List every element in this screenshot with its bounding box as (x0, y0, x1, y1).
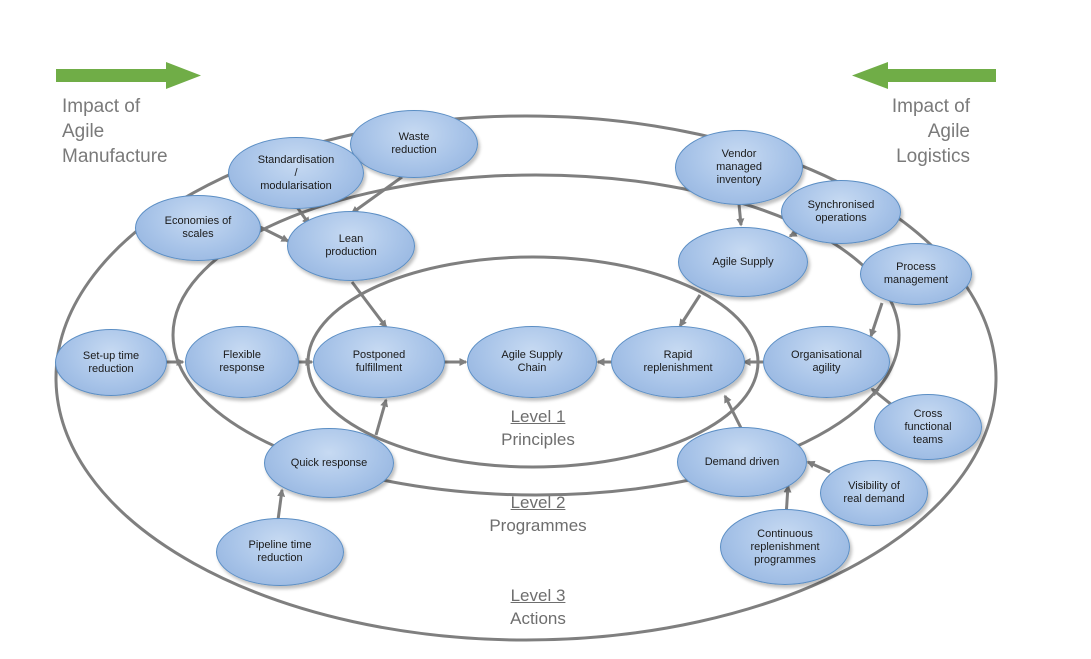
level-3-label: Level 3 Actions (438, 584, 638, 630)
level-1-label: Level 1 Principles (438, 405, 638, 451)
arrow-demand-to-rapid (723, 394, 744, 431)
arrow-visibility-to-demand (806, 460, 831, 474)
node-organisational-agility-label: Organisational agility (791, 349, 862, 374)
node-waste-reduction-label: Waste reduction (391, 131, 437, 156)
node-synchronised-operations-label: Synchronised operations (807, 199, 875, 224)
node-demand-driven-label: Demand driven (704, 455, 780, 468)
level-2-label: Level 2 Programmes (438, 491, 638, 537)
node-process-management-label: Process management (883, 261, 949, 286)
node-organisational-agility: Organisational agility (763, 326, 890, 398)
arrow-quick-to-postponed (374, 398, 389, 436)
arrow-left-green-icon (852, 62, 996, 89)
node-quick-response-label: Quick response (290, 456, 368, 469)
node-postponed-fulfillment-label: Postponed fulfillment (352, 349, 406, 374)
node-visibility-of-real-demand-label: Visibility of real demand (843, 480, 905, 505)
level-1-number: Level 1 (510, 407, 566, 426)
node-flexible-response-label: Flexible response (219, 349, 265, 374)
caption-left-line-3: Manufacture (62, 146, 168, 167)
node-economies-of-scales: Economies of scales (135, 195, 261, 261)
node-lean-production: Lean production (287, 211, 415, 281)
arrow-waste-to-lean (350, 175, 403, 215)
caption-right-line-3: Logistics (896, 146, 970, 167)
caption-left-line-2: Agile (62, 121, 105, 142)
ring-level2 (171, 173, 901, 497)
level-1-name: Principles (501, 430, 575, 449)
node-agile-supply-chain-label: Agile Supply Chain (501, 349, 563, 374)
node-flexible-response: Flexible response (185, 326, 299, 398)
node-demand-driven: Demand driven (677, 427, 807, 497)
node-agile-supply-label: Agile Supply (712, 255, 774, 268)
node-pipeline-time-reduction-label: Pipeline time reduction (248, 539, 312, 564)
node-vendor-managed-inventory: Vendor managed inventory (675, 130, 803, 205)
level-3-name: Actions (510, 609, 566, 628)
arrow-process-to-organisational (869, 302, 884, 338)
node-standardisation: Standardisation / modularisation (228, 137, 364, 209)
node-setup-time-reduction-label: Set-up time reduction (82, 349, 140, 375)
node-economies-of-scales-label: Economies of scales (164, 215, 232, 240)
node-postponed-fulfillment: Postponed fulfillment (313, 326, 445, 398)
node-quick-response: Quick response (264, 428, 394, 498)
node-agile-supply-chain: Agile Supply Chain (467, 326, 597, 398)
level-3-number: Level 3 (510, 586, 566, 605)
caption-agile-logistics: Impact of Agile Logistics (860, 94, 970, 169)
node-visibility-of-real-demand: Visibility of real demand (820, 460, 928, 526)
ring-level3 (54, 114, 998, 642)
node-cross-functional-teams-label: Cross functional teams (904, 407, 952, 446)
caption-left-line-1: Impact of (62, 96, 141, 117)
level-2-number: Level 2 (510, 493, 566, 512)
node-setup-time-reduction: Set-up time reduction (55, 329, 167, 396)
node-pipeline-time-reduction: Pipeline time reduction (216, 518, 344, 586)
node-continuous-replenishment: Continuous replenishment programmes (720, 509, 850, 585)
arrow-crossfunctional-to-organisational (870, 387, 893, 407)
arrow-economies-to-lean (257, 224, 290, 243)
caption-right-line-2: Agile (927, 121, 970, 142)
node-synchronised-operations: Synchronised operations (781, 180, 901, 244)
arrow-pipeline-to-quick (276, 488, 286, 521)
node-standardisation-label: Standardisation / modularisation (257, 153, 335, 192)
arrow-right-green-icon (56, 62, 201, 89)
node-agile-supply: Agile Supply (678, 227, 808, 297)
arrow-agilesupply-to-rapid (678, 294, 702, 328)
node-rapid-replenishment-label: Rapid replenishment (643, 349, 713, 374)
node-lean-production-label: Lean production (325, 233, 377, 258)
level-2-name: Programmes (489, 516, 587, 535)
node-continuous-replenishment-label: Continuous replenishment programmes (750, 527, 820, 566)
caption-right-line-1: Impact of (891, 96, 970, 117)
arrow-lean-to-postponed (350, 281, 388, 329)
node-process-management: Process management (860, 243, 972, 305)
node-cross-functional-teams: Cross functional teams (874, 394, 982, 460)
arrow-vendor-to-agilesupply (736, 203, 745, 227)
caption-agile-manufacture: Impact of Agile Manufacture (62, 94, 168, 169)
node-waste-reduction: Waste reduction (350, 110, 478, 178)
node-rapid-replenishment: Rapid replenishment (611, 326, 745, 398)
node-vendor-managed-inventory-label: Vendor managed inventory (716, 148, 762, 186)
connector-arrows (165, 175, 893, 521)
